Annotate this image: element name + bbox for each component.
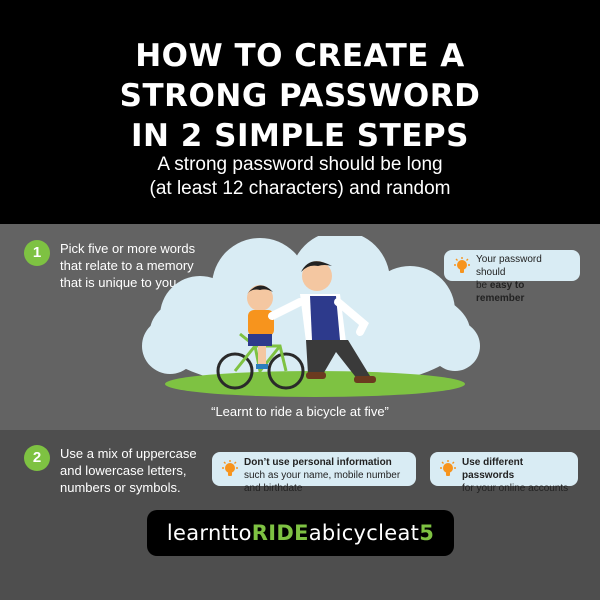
grass-ground: [165, 371, 465, 397]
child-figure: [247, 285, 274, 369]
header: HOW TO CREATE A STRONG PASSWORD IN 2 SIM…: [0, 0, 600, 224]
title-line: IN 2 SIMPLE STEPS: [131, 118, 469, 154]
tip-bold: Use different passwords: [462, 457, 524, 481]
father-figure: [268, 261, 376, 383]
tip-easy-to-remember: Your password should be easy to remember: [444, 250, 580, 304]
tip-text: Don’t use personal information such as y…: [244, 456, 410, 495]
page-title: HOW TO CREATE A STRONG PASSWORD IN 2 SIM…: [0, 36, 600, 156]
tip-different-passwords: Use different passwords for your online …: [430, 452, 578, 494]
step-1-badge: 1: [24, 240, 50, 266]
tip-no-personal-info: Don’t use personal information such as y…: [212, 452, 416, 494]
password-highlight: 5: [419, 521, 435, 545]
cloud-scene-illustration: [142, 236, 480, 397]
lightbulb-icon: [440, 460, 456, 476]
step-1-text: Pick five or more words that relate to a…: [60, 240, 195, 291]
tip-rest: such as your name, mobile number and bir…: [244, 470, 401, 494]
tip-rest: for your online accounts: [462, 483, 569, 494]
memory-caption: “Learnt to ride a bicycle at five”: [211, 404, 389, 419]
example-password: learnttoRIDEabicycleat5: [147, 510, 454, 556]
subtitle-line: (at least 12 characters) and random: [149, 178, 451, 199]
page-subtitle: A strong password should be long (at lea…: [0, 153, 600, 201]
step-2-text: Use a mix of uppercase and lowercase let…: [60, 445, 197, 496]
tip-prefix: Your password should: [476, 254, 542, 278]
password-part: learntto: [166, 521, 252, 545]
title-line: STRONG PASSWORD: [119, 78, 481, 114]
step-2-line: numbers or symbols.: [60, 480, 181, 495]
lightbulb-icon: [222, 460, 238, 476]
tip-text: Use different passwords for your online …: [462, 456, 572, 495]
step-1-line: that relate to a memory: [60, 258, 194, 273]
step-2-line: Use a mix of uppercase: [60, 446, 197, 461]
tip-text: Your password should be easy to remember: [476, 253, 574, 305]
bicycle: [216, 332, 305, 390]
password-highlight: RIDE: [251, 521, 309, 545]
tip-bold: Don’t use personal information: [244, 457, 392, 468]
password-part: abicycleat: [308, 521, 420, 545]
title-line: HOW TO CREATE A: [135, 38, 465, 74]
lightbulb-icon: [454, 256, 470, 273]
step-2-line: and lowercase letters,: [60, 463, 187, 478]
tip-prefix-2: be: [476, 280, 490, 291]
step-1-line: that is unique to you.: [60, 275, 180, 290]
subtitle-line: A strong password should be long: [157, 154, 443, 175]
step-1-line: Pick five or more words: [60, 241, 196, 256]
tip-bold: easy to remember: [476, 280, 525, 304]
step-2-badge: 2: [24, 445, 50, 471]
